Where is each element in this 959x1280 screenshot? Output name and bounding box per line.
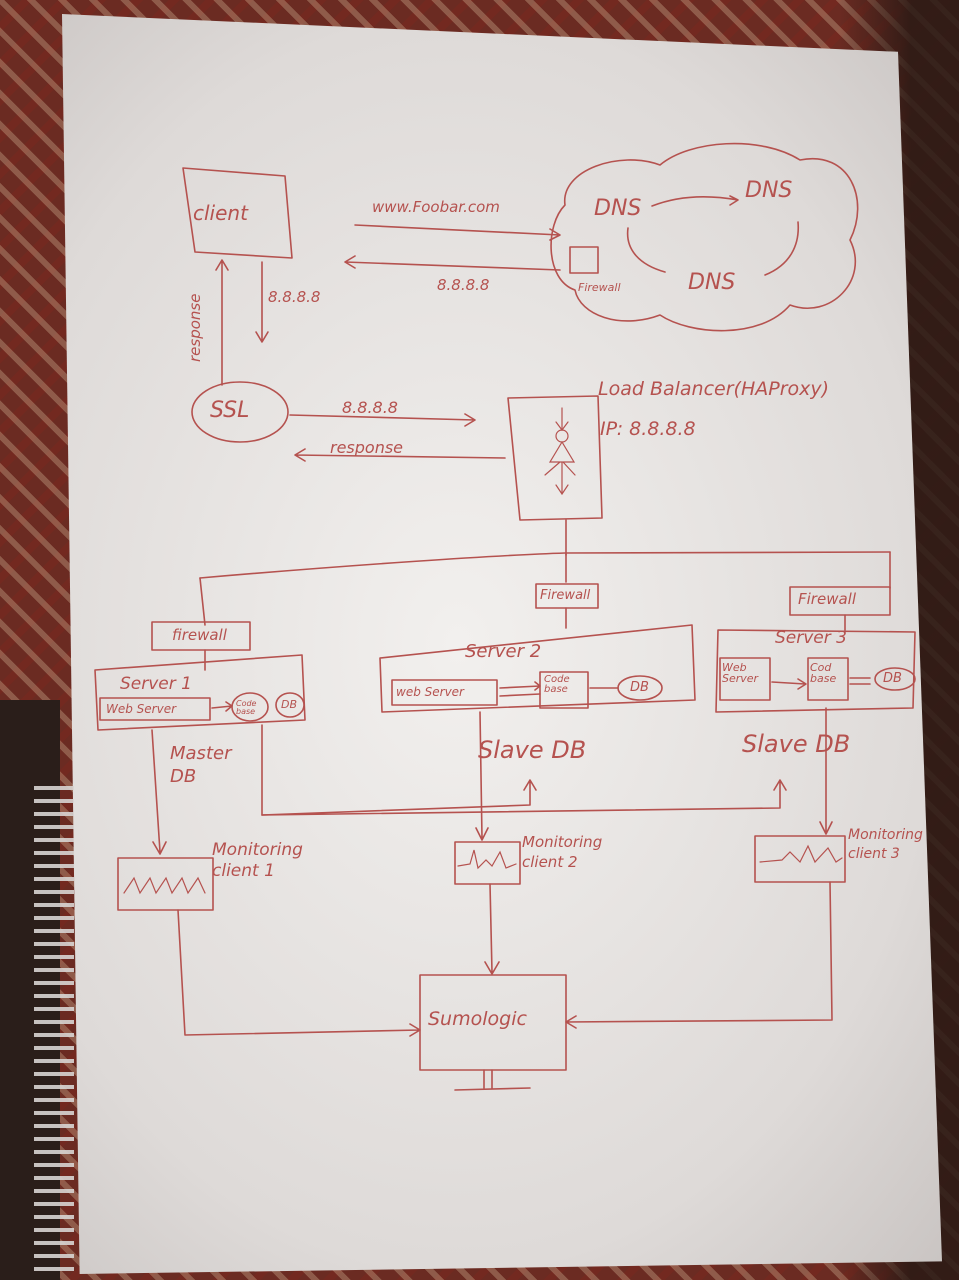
server2-web-label: web Server	[396, 685, 464, 699]
firewall-right-box	[789, 586, 891, 616]
server3-db-label: DB	[883, 671, 902, 686]
server2-box	[379, 624, 696, 713]
server1-box	[94, 654, 306, 731]
load-balancer-box	[507, 395, 603, 521]
dns-link-left	[626, 227, 666, 273]
load-balancer-figure	[544, 407, 576, 496]
ssl-circle	[191, 381, 289, 443]
firewall-right-label: Firewall	[798, 590, 856, 608]
master-replication-slave2	[261, 779, 537, 816]
server1-db-circle	[275, 692, 305, 718]
dns-left-label: DNS	[594, 196, 642, 221]
arrow-client-ssl	[255, 261, 269, 343]
server1-code-label: Code base	[236, 699, 257, 716]
monitor2-box	[454, 841, 521, 885]
server3-arrow	[771, 678, 807, 690]
dns-firewall-box	[569, 246, 599, 274]
client-box	[182, 167, 293, 259]
dns-right-label: DNS	[745, 178, 793, 203]
monitor3-wave	[759, 844, 843, 864]
firewall-left-box	[151, 621, 251, 651]
dns-link-top	[651, 195, 739, 207]
server3-db-circle	[874, 667, 916, 691]
arrow-lb-ssl	[294, 448, 506, 462]
server3-drop	[819, 707, 833, 835]
server2-code-box	[539, 671, 589, 709]
server3-code-box	[807, 657, 849, 701]
server1-web-label: Web Server	[106, 702, 177, 716]
sumologic-stand	[454, 1069, 531, 1091]
bus-left-drop	[199, 577, 206, 626]
request-url-label: www.Foobar.com	[372, 198, 500, 216]
monitor1-label: Monitoring client 1	[212, 840, 303, 882]
server1-db-label: DB	[281, 698, 298, 711]
server2-db-circle	[617, 675, 663, 701]
server3-box	[715, 629, 916, 713]
sumologic-box	[419, 974, 567, 1071]
server1-code-circle	[231, 692, 269, 722]
server3-web-box	[719, 657, 771, 701]
dns-cloud	[550, 142, 859, 332]
monitor2-label: Monitoring client 2	[522, 833, 603, 872]
arrow-url	[354, 224, 561, 241]
server3-web-label: Web Server	[722, 661, 759, 685]
bus-line	[199, 551, 891, 579]
server1-label: Server 1	[120, 674, 192, 694]
server2-web-box	[391, 679, 498, 706]
monitor3-box	[754, 835, 846, 883]
firewall-center-label: Firewall	[540, 588, 591, 603]
monitor1-to-sumo	[177, 909, 421, 1037]
firewall-center-box	[535, 583, 599, 609]
server2-label: Server 2	[465, 641, 542, 662]
monitor3-label: Monitoring client 3	[848, 827, 923, 862]
monitor2-wave	[457, 849, 517, 870]
server3-code-label: Cod base	[810, 661, 837, 685]
server2-code-label: Code base	[544, 674, 570, 695]
paper-sheet	[62, 14, 942, 1274]
monitor1-wave	[123, 876, 206, 895]
server2-db-label: DB	[630, 680, 649, 695]
master-replication-line	[261, 724, 787, 816]
load-balancer-label: Load Balancer(HAProxy)	[598, 378, 830, 400]
dns-response-label: 8.8.8.8	[437, 276, 490, 294]
server2-arrow	[499, 681, 541, 697]
dns-firewall-label: Firewall	[578, 281, 621, 294]
server3-arrow-db	[849, 677, 871, 685]
master-drop	[151, 729, 167, 855]
firewall-left-label: firewall	[172, 626, 227, 644]
dns-bottom-label: DNS	[688, 270, 736, 295]
load-balancer-ip-label: IP: 8.8.8.8	[600, 418, 696, 440]
server2-drop	[475, 711, 489, 841]
arrow-ssl-client	[215, 259, 229, 386]
slave-db-2-label: Slave DB	[478, 736, 587, 764]
slave-db-3-label: Slave DB	[742, 730, 851, 758]
client-ssl-label: 8.8.8.8	[268, 288, 321, 306]
sumologic-label: Sumologic	[428, 1008, 527, 1030]
monitor2-to-sumo	[484, 883, 500, 975]
arrow-dns-response	[344, 255, 561, 271]
dns-link-right	[764, 221, 800, 276]
server1-web-box	[99, 697, 211, 721]
server1-arrow	[211, 701, 233, 712]
lb-ssl-label: response	[330, 438, 404, 457]
server3-label: Server 3	[775, 628, 847, 648]
monitor1-box	[117, 857, 214, 911]
notebook-spiral	[34, 780, 74, 1280]
master-db-label: Master DB	[170, 743, 232, 788]
client-label: client	[193, 201, 248, 225]
ssl-client-label: response	[186, 293, 204, 362]
arrow-ssl-lb	[289, 413, 476, 427]
ssl-lb-label: 8.8.8.8	[342, 398, 398, 417]
monitor3-to-sumo	[565, 881, 833, 1029]
ssl-label: SSL	[210, 398, 250, 423]
